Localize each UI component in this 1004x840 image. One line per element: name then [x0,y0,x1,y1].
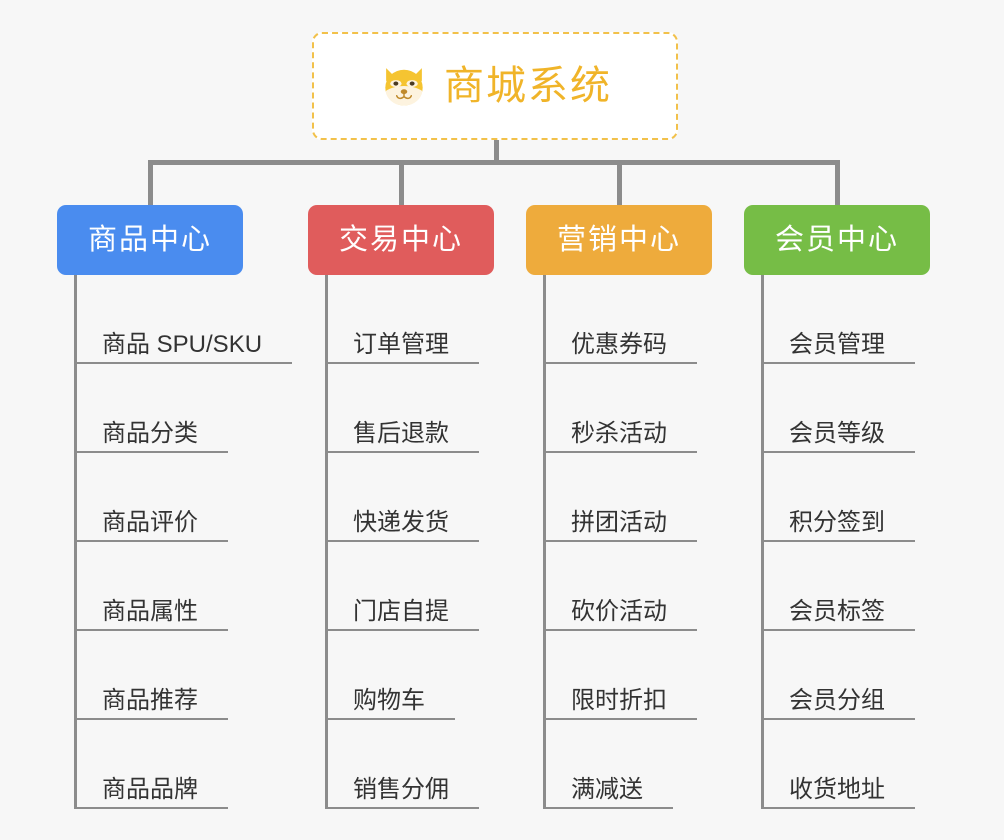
branch-column-1: 商品中心 商品 SPU/SKU 商品分类 商品评价 商品属性 商品推荐 商品品牌 [57,205,293,809]
category-label-1: 商品中心 [87,223,212,256]
leaf-item[interactable]: 满减送 [543,720,673,809]
leaf-item[interactable]: 砍价活动 [543,542,697,631]
leaf-item[interactable]: 商品评价 [74,453,228,542]
leaf-label: 购物车 [353,687,425,715]
trunk-line-1 [74,275,77,809]
leaf-item[interactable]: 销售分佣 [325,720,479,809]
leaf-item[interactable]: 会员管理 [761,275,915,364]
leaf-item[interactable]: 秒杀活动 [543,364,697,453]
leaf-label: 满减送 [571,776,643,804]
leaf-label: 砍价活动 [571,598,667,626]
leaf-label: 订单管理 [353,331,449,359]
leaf-item[interactable]: 商品 SPU/SKU [74,275,293,364]
leaf-label: 会员管理 [789,331,885,359]
connector-drop-2 [399,160,404,205]
connector-horizontal-bus [148,160,840,165]
leaf-item[interactable]: 拼团活动 [543,453,697,542]
leaf-item[interactable]: 优惠券码 [543,275,697,364]
category-label-2: 交易中心 [338,223,463,256]
leaf-item[interactable]: 商品推荐 [74,631,228,720]
leaf-label: 优惠券码 [571,331,667,359]
trunk-line-4 [761,275,764,809]
leaf-label: 秒杀活动 [571,420,667,448]
category-label-3: 营销中心 [556,223,681,256]
leaf-item[interactable]: 积分签到 [761,453,915,542]
leaf-label: 销售分佣 [353,776,449,804]
trunk-line-3 [543,275,546,809]
leaf-item[interactable]: 商品品牌 [74,720,228,809]
leaf-label: 商品 SPU/SKU [102,331,263,359]
leaf-item[interactable]: 会员等级 [761,364,915,453]
leaf-item[interactable]: 售后退款 [325,364,479,453]
leaf-label: 门店自提 [353,598,449,626]
leaf-label: 商品品牌 [102,776,198,804]
category-header-3[interactable]: 营销中心 [526,205,712,275]
connector-root-stem [494,140,499,162]
leaf-label: 收货地址 [789,776,885,804]
leaf-label: 会员分组 [789,687,885,715]
root-title: 商城系统 [444,64,612,108]
leaf-label: 商品推荐 [102,687,198,715]
leaf-item[interactable]: 会员标签 [761,542,915,631]
leaf-label: 商品属性 [102,598,198,626]
trunk-line-2 [325,275,328,809]
leaf-label: 商品评价 [102,509,198,537]
category-header-1[interactable]: 商品中心 [57,205,243,275]
leaf-item[interactable]: 购物车 [325,631,455,720]
leaf-label: 售后退款 [353,420,449,448]
leaf-item[interactable]: 限时折扣 [543,631,697,720]
category-label-4: 会员中心 [774,223,899,256]
leaf-item[interactable]: 快递发货 [325,453,479,542]
leaf-item[interactable]: 门店自提 [325,542,479,631]
connector-drop-4 [835,160,840,205]
leaf-label: 快递发货 [353,509,449,537]
leaf-item[interactable]: 订单管理 [325,275,479,364]
leaf-item[interactable]: 收货地址 [761,720,915,809]
category-header-2[interactable]: 交易中心 [308,205,494,275]
shiba-dog-face-icon [385,68,423,106]
leaf-label: 积分签到 [789,509,885,537]
branch-column-2: 交易中心 订单管理 售后退款 快递发货 门店自提 购物车 销售分佣 [308,205,494,809]
category-header-4[interactable]: 会员中心 [744,205,930,275]
connector-drop-3 [617,160,622,205]
leaf-label: 拼团活动 [571,509,667,537]
leaf-label: 会员等级 [789,420,885,448]
leaf-item[interactable]: 商品属性 [74,542,228,631]
leaf-item[interactable]: 商品分类 [74,364,228,453]
leaf-item[interactable]: 会员分组 [761,631,915,720]
leaf-label: 会员标签 [789,598,885,626]
branch-column-3: 营销中心 优惠券码 秒杀活动 拼团活动 砍价活动 限时折扣 满减送 [526,205,712,809]
leaf-label: 限时折扣 [571,687,667,715]
connector-drop-1 [148,160,153,205]
root-node[interactable]: 商城系统 [312,32,678,140]
branch-column-4: 会员中心 会员管理 会员等级 积分签到 会员标签 会员分组 收货地址 [744,205,930,809]
leaf-label: 商品分类 [102,420,198,448]
